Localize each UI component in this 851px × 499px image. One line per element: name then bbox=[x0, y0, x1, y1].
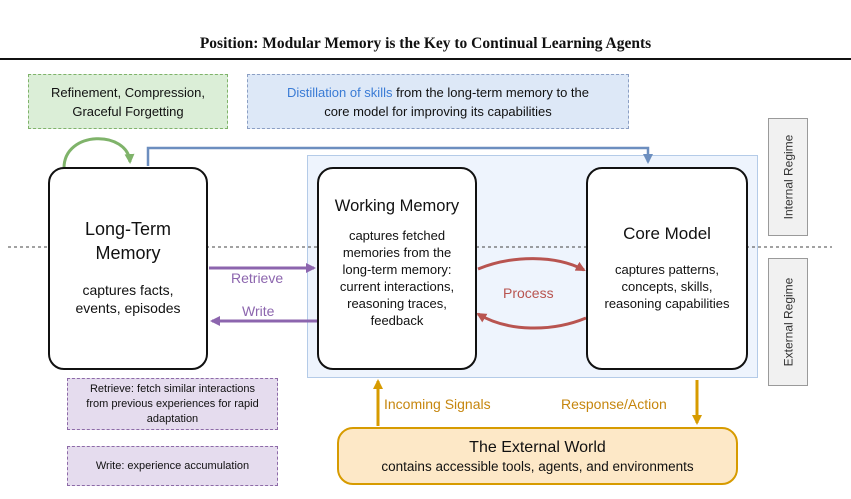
internal-regime-label: Internal Regime bbox=[768, 118, 808, 236]
response-action-label: Response/Action bbox=[561, 396, 667, 412]
title-rule bbox=[0, 58, 851, 60]
working-desc-line6: feedback bbox=[370, 313, 424, 328]
refinement-loop-arrow bbox=[62, 137, 135, 169]
working-desc-line4: current interactions, bbox=[339, 279, 455, 294]
working-desc-line3: long-term memory: bbox=[342, 262, 452, 277]
distillation-line2: core model for improving its capabilitie… bbox=[324, 103, 552, 119]
distillation-highlight: Distillation of skills bbox=[287, 84, 393, 100]
working-desc-line1: captures fetched bbox=[348, 228, 446, 243]
refinement-note-line2: Graceful Forgetting bbox=[72, 103, 184, 119]
working-memory-box: Working Memory captures fetched memories… bbox=[317, 167, 477, 370]
process-arrow-bottom bbox=[476, 312, 587, 330]
distillation-arrow bbox=[146, 146, 653, 166]
incoming-signals-label: Incoming Signals bbox=[384, 396, 491, 412]
working-desc-line5: reasoning traces, bbox=[347, 296, 447, 311]
core-model-title: Core Model bbox=[623, 224, 711, 243]
process-arrow-top bbox=[477, 257, 586, 272]
retrieve-label: Retrieve bbox=[231, 270, 284, 286]
external-world-desc: contains accessible tools, agents, and e… bbox=[381, 458, 694, 474]
working-desc-line2: memories from the bbox=[342, 245, 452, 260]
write-note: Write: experience accumulation bbox=[67, 446, 278, 486]
core-desc-line1: captures patterns, bbox=[614, 262, 720, 277]
long-term-title-line2: Memory bbox=[95, 243, 161, 263]
long-term-desc-line2: events, episodes bbox=[75, 300, 181, 316]
retrieve-note-line2: from previous experiences for rapid bbox=[86, 397, 259, 410]
working-memory-title: Working Memory bbox=[334, 197, 460, 215]
refinement-note-line1: Refinement, Compression, bbox=[51, 84, 205, 100]
external-regime-label: External Regime bbox=[768, 258, 808, 386]
external-world-box: The External World contains accessible t… bbox=[337, 427, 738, 485]
retrieve-note-line3: adaptation bbox=[146, 412, 199, 425]
long-term-memory-box: Long-Term Memory captures facts, events,… bbox=[48, 167, 208, 370]
page-title: Position: Modular Memory is the Key to C… bbox=[199, 35, 652, 52]
retrieve-note-line1: Retrieve: fetch similar interactions bbox=[89, 382, 256, 395]
distillation-note: Distillation of skills from the long-ter… bbox=[247, 74, 629, 129]
refinement-note: Refinement, Compression, Graceful Forget… bbox=[28, 74, 228, 129]
long-term-title-line1: Long-Term bbox=[84, 219, 172, 239]
core-model-box: Core Model captures patterns, concepts, … bbox=[586, 167, 748, 370]
core-desc-line3: reasoning capabilities bbox=[604, 296, 730, 311]
process-label: Process bbox=[503, 285, 554, 301]
write-label: Write bbox=[242, 303, 275, 319]
write-note-text: Write: experience accumulation bbox=[95, 459, 250, 472]
long-term-desc-line1: captures facts, bbox=[82, 282, 174, 298]
core-desc-line2: concepts, skills, bbox=[621, 279, 713, 294]
external-world-title: The External World bbox=[469, 438, 606, 456]
retrieve-note: Retrieve: fetch similar interactions fro… bbox=[67, 378, 278, 430]
distillation-rest: from the long-term memory to the bbox=[392, 84, 589, 100]
